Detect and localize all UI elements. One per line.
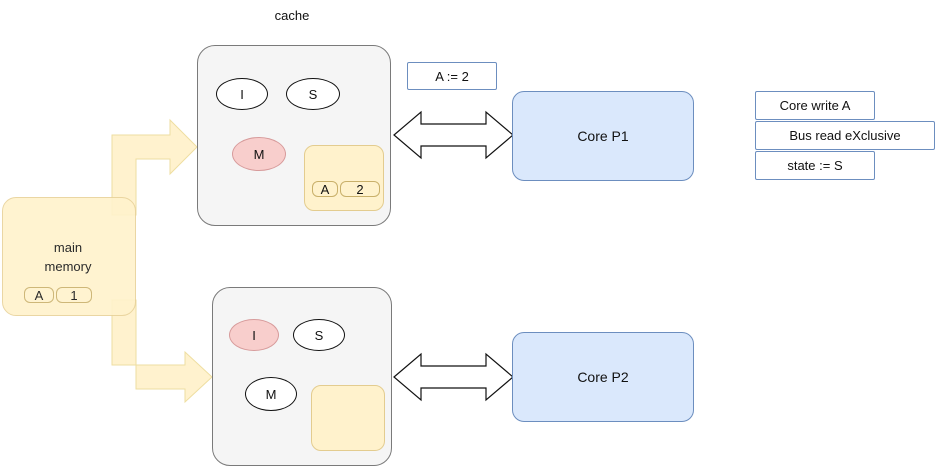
- cache-p1: I S M A 2: [197, 45, 391, 226]
- main-memory-box: main memory A 1: [2, 197, 136, 316]
- core-p1-note: A := 2: [407, 62, 497, 90]
- cache-p2-state-s: S: [293, 319, 345, 351]
- cache-p2-data-slot: [311, 385, 385, 451]
- legend-item-core-write: Core write A: [755, 91, 875, 120]
- core-p1: Core P1: [512, 91, 694, 181]
- cache-p1-state-m: M: [232, 137, 286, 171]
- memory-to-cache-p1-arrow: [111, 118, 198, 216]
- main-memory-label-line1: main: [53, 240, 83, 255]
- cache-p2-core-p2-arrow: [393, 352, 514, 402]
- cache-p2-state-i: I: [229, 319, 279, 351]
- cache-label: cache: [274, 8, 310, 23]
- memory-cell-value: 1: [56, 287, 92, 303]
- cache-p1-cell-key: A: [312, 181, 338, 197]
- cache-p1-data-slot: A 2: [304, 145, 384, 211]
- cache-p1-core-p1-arrow: [393, 110, 514, 160]
- cache-p2: I S M: [212, 287, 392, 466]
- legend-item-state: state := S: [755, 151, 875, 180]
- cache-p1-cell-value: 2: [340, 181, 380, 197]
- cache-p1-state-s: S: [286, 78, 340, 110]
- legend-item-bus-read: Bus read eXclusive: [755, 121, 935, 150]
- main-memory-label: main memory: [23, 238, 113, 276]
- memory-to-cache-p2-arrow: [111, 299, 213, 404]
- cache-p1-state-i: I: [216, 78, 268, 110]
- core-p2: Core P2: [512, 332, 694, 422]
- memory-cell-key: A: [24, 287, 54, 303]
- cache-p2-state-m: M: [245, 377, 297, 411]
- main-memory-label-line2: memory: [44, 259, 92, 274]
